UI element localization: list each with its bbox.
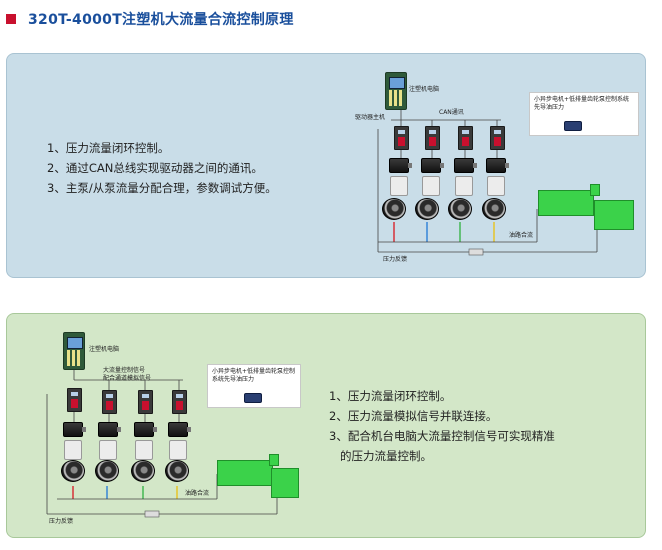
coupling-icon (135, 440, 153, 460)
oil-pump-icon (415, 198, 439, 220)
async-motor-icon (564, 121, 582, 131)
feature-item: 2、通过CAN总线实现驱动器之间的通讯。 (47, 161, 263, 175)
oil-pump-icon (165, 460, 189, 482)
oil-pump-icon (61, 460, 85, 482)
injection-unit-icon (538, 190, 594, 216)
injection-unit-icon (217, 460, 273, 486)
pressure-feedback-label: 压力反馈 (49, 518, 74, 525)
servo-motor-icon (168, 422, 191, 437)
coupling-icon (99, 440, 117, 460)
feature-item: 1、压力流量闭环控制。 (47, 141, 170, 155)
oil-merge-label: 油路合流 (509, 232, 534, 239)
servo-motor-icon (454, 158, 477, 173)
clamp-unit-icon (594, 200, 634, 230)
pressure-feedback-label: 压力反馈 (383, 256, 408, 263)
oil-pump-icon (448, 198, 472, 220)
feature-item: 3、主泵/从泵流量分配合理，参数调试方便。 (47, 181, 277, 195)
coupling-icon (169, 440, 187, 460)
title-bullet-icon (6, 14, 16, 24)
servo-driver-icon (425, 126, 440, 150)
hopper-icon (269, 454, 279, 466)
coupling-icon (390, 176, 408, 196)
hmi-computer-icon (385, 72, 407, 110)
oil-pump-icon (95, 460, 119, 482)
coupling-icon (64, 440, 82, 460)
servo-motor-icon (63, 422, 86, 437)
oil-pump-icon (131, 460, 155, 482)
servo-driver-icon (138, 390, 153, 414)
can-bus-control-panel: 1、压力流量闭环控制。 2、通过CAN总线实现驱动器之间的通讯。 3、主泵/从泵… (6, 53, 646, 278)
servo-motor-icon (421, 158, 444, 173)
async-motor-icon (244, 393, 262, 403)
can-bus-label: CAN通讯 (439, 109, 464, 116)
servo-driver-icon (394, 126, 409, 150)
coupling-icon (422, 176, 440, 196)
feature-list: 1、压力流量闭环控制。 2、通过CAN总线实现驱动器之间的通讯。 3、主泵/从泵… (47, 138, 277, 198)
feature-item: 的压力流量控制。 (329, 449, 432, 463)
feature-item: 3、配合机台电脑大流量控制信号可实现精准 (329, 429, 555, 443)
page-title: 320T-4000T注塑机大流量合流控制原理 (28, 12, 294, 28)
servo-driver-icon (172, 390, 187, 414)
servo-driver-icon (490, 126, 505, 150)
master-driver-label: 驱动器主机 (355, 114, 386, 121)
oil-pump-icon (382, 198, 406, 220)
page-header: 320T-4000T注塑机大流量合流控制原理 (6, 8, 294, 30)
servo-motor-icon (134, 422, 157, 437)
servo-motor-icon (486, 158, 509, 173)
servo-driver-icon (458, 126, 473, 150)
oil-merge-label: 油路合流 (185, 490, 210, 497)
feature-item: 1、压力流量闭环控制。 (329, 389, 452, 403)
servo-driver-icon (102, 390, 117, 414)
clamp-unit-icon (271, 468, 299, 498)
feature-item: 2、压力流量模拟信号并联连接。 (329, 409, 498, 423)
feature-list: 1、压力流量闭环控制。 2、压力流量模拟信号并联连接。 3、配合机台电脑大流量控… (329, 386, 555, 466)
signal-label-2: 配合通道模拟信号 (103, 375, 152, 382)
top-wiring-diagram (377, 110, 598, 256)
hmi-computer-icon (63, 332, 85, 370)
servo-motor-icon (389, 158, 412, 173)
hopper-icon (590, 184, 600, 196)
computer-label: 注塑机电脑 (89, 346, 120, 353)
analog-signal-control-panel: 1、压力流量闭环控制。 2、压力流量模拟信号并联连接。 3、配合机台电脑大流量控… (6, 313, 646, 538)
servo-motor-icon (98, 422, 121, 437)
signal-label-1: 大流量控制信号 (103, 367, 146, 374)
coupling-icon (487, 176, 505, 196)
pilot-pump-note: 小异步电机+低排量齿轮泵控制系统先导油压力 (529, 92, 639, 136)
pilot-pump-note: 小异步电机+低排量齿轮泵控制系统先导油压力 (207, 364, 301, 408)
computer-label: 注塑机电脑 (409, 86, 440, 93)
oil-pump-icon (482, 198, 506, 220)
servo-driver-icon (67, 388, 82, 412)
coupling-icon (455, 176, 473, 196)
